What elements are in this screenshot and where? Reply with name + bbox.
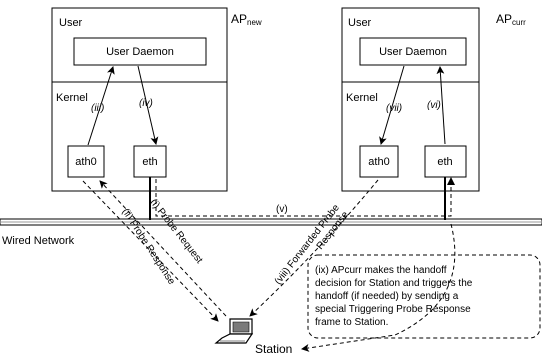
ap-new-ath0: [67, 145, 105, 178]
ap-curr-ath0: [359, 145, 399, 178]
ap-new-kernel-label: Kernel: [56, 92, 88, 104]
note-box: [307, 254, 541, 339]
ap-curr-node: User User Daemon Kernel ath0 eth APcurr: [341, 7, 526, 192]
note-line-3: handoff (if needed) by sending a: [315, 291, 459, 302]
arrow-ii: [82, 180, 219, 322]
station-label: Station: [255, 342, 292, 356]
ap-curr-daemon-label: User Daemon: [379, 46, 447, 58]
ap-curr-name-sub: curr: [512, 18, 526, 27]
ap-new-name-main: AP: [231, 12, 247, 26]
arrow-vi: [436, 66, 446, 145]
ap-new-name-sub: new: [247, 18, 262, 27]
ap-new-name: APnew: [231, 12, 262, 27]
note-line-1: (ix) APcurr makes the handoff: [315, 265, 447, 276]
ap-new-user-label: User: [59, 17, 83, 29]
arrowhead-icon: [447, 177, 455, 185]
ap-new-ath0-label: ath0: [75, 156, 96, 168]
laptop-icon: [214, 318, 254, 344]
step-vii-label: (vii): [386, 103, 402, 114]
note-text: (ix) APcurr makes the handoff decision f…: [315, 265, 473, 328]
ap-curr-ath0-label: ath0: [368, 156, 389, 168]
note-line-4: special Triggering Probe Response: [315, 304, 471, 315]
step-iii-label: (iii): [91, 103, 104, 114]
note-line-5: frame to Station.: [315, 317, 388, 328]
ap-curr-name: APcurr: [496, 12, 526, 27]
ap-new-daemon-label: User Daemon: [106, 46, 174, 58]
note-line-2: decision for Station and triggers the: [315, 278, 473, 289]
ap-curr-user-label: User: [348, 17, 372, 29]
arrow-viii: [249, 179, 379, 317]
arrow-iv: [137, 65, 159, 145]
arrow-vii: [379, 65, 405, 145]
step-iv-label: (iv): [139, 98, 153, 109]
arrow-v: [155, 179, 452, 217]
ap-curr-name-main: AP: [496, 12, 512, 26]
arrow-i: [99, 180, 227, 317]
step-vi-label: (vi): [427, 100, 441, 111]
ap-curr-eth-label: eth: [437, 156, 452, 168]
ap-new-node: User User Daemon Kernel ath0 eth APnew: [51, 7, 262, 192]
ap-new-eth-label: eth: [142, 156, 157, 168]
arrow-ix: [301, 223, 456, 352]
wired-network: [0, 218, 542, 226]
arrow-iii: [87, 66, 115, 146]
ap-new-user-daemon: [73, 37, 207, 66]
ap-curr-user-daemon: [359, 37, 467, 66]
step-v-label: (v): [276, 204, 288, 215]
wired-network-label: Wired Network: [2, 235, 75, 247]
ap-curr-kernel-label: Kernel: [346, 92, 378, 104]
